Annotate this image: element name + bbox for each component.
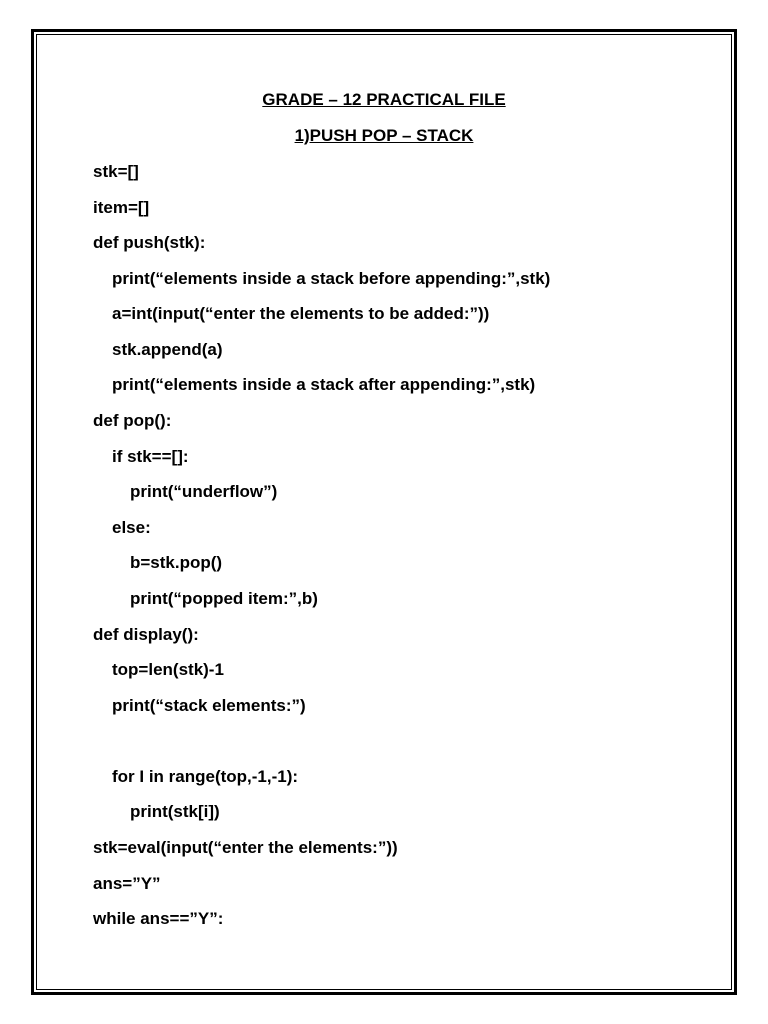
code-line: def pop(): [93,411,172,430]
code-line: a=int(input(“enter the elements to be ad… [112,304,490,323]
code-line: item=[] [93,198,150,217]
code-line: print(“elements inside a stack before ap… [112,269,551,288]
code-line: print(stk[i]) [130,802,220,821]
code-line: else: [112,518,151,537]
code-line: stk=eval(input(“enter the elements:”)) [93,838,398,857]
section-title: 1)PUSH POP – STACK [294,126,474,145]
code-line: def push(stk): [93,233,206,252]
code-line: top=len(stk)-1 [112,660,224,679]
page-border-inner [36,34,732,990]
code-line: def display(): [93,625,199,644]
code-line: b=stk.pop() [130,553,223,572]
code-line: if stk==[]: [112,447,189,466]
code-line: while ans==”Y”: [93,909,224,928]
code-line: print(“stack elements:”) [112,696,306,715]
code-line: stk.append(a) [112,340,223,359]
code-line: ans=”Y” [93,874,161,893]
code-line: print(“underflow”) [130,482,278,501]
code-line: print(“elements inside a stack after app… [112,375,536,394]
page-border-outer [31,29,737,995]
code-line: stk=[] [93,162,139,181]
code-line: for I in range(top,-1,-1): [112,767,299,786]
document-title: GRADE – 12 PRACTICAL FILE [262,90,506,109]
code-line: print(“popped item:”,b) [130,589,318,608]
